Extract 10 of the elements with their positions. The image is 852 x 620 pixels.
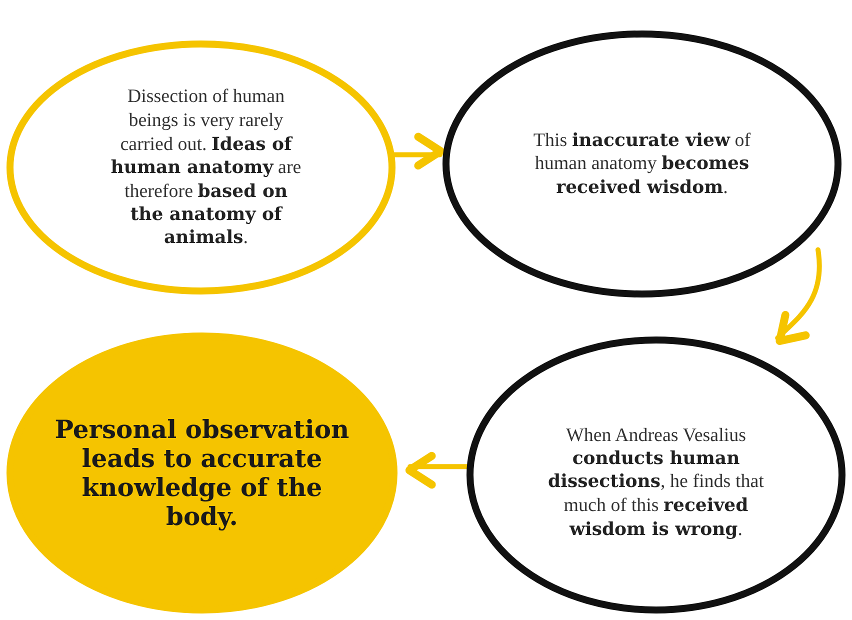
node-text: This inaccurate view of human anatomy becomes received wisdom. bbox=[532, 128, 752, 200]
ellipse-node bbox=[442, 30, 842, 298]
ellipse-node bbox=[6, 40, 396, 295]
ellipse-node bbox=[6, 332, 398, 614]
ellipse-node bbox=[466, 336, 846, 614]
node-text: When Andreas Vesalius conducts human dissections, he finds that much of this received wisdom is wrong. bbox=[547, 424, 765, 542]
node-text: Personal observation leads to accurate knowledge of the body. bbox=[54, 414, 350, 532]
arrow bbox=[775, 247, 822, 344]
node-text: Dissection of human beings is very rarely carried out. Ideas of human anatomy are therefore based on the anatomy of animals. bbox=[110, 85, 302, 250]
arrow bbox=[392, 134, 444, 168]
